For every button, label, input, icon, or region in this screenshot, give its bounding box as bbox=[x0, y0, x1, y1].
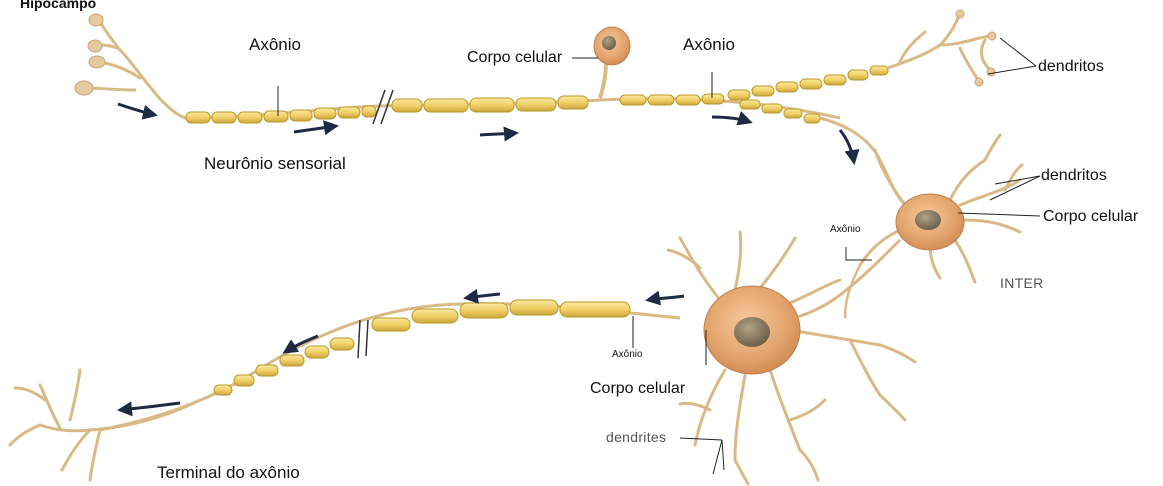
sensory-terminal-branches bbox=[888, 14, 990, 80]
arrow-5 bbox=[840, 130, 854, 162]
label-dendrites-inter: dendritos bbox=[1041, 168, 1107, 184]
label-inter: INTER bbox=[1000, 276, 1044, 290]
label-cell-body-top: Corpo celular bbox=[467, 50, 562, 66]
inter-nucleus bbox=[915, 210, 941, 230]
label-cell-body-inter: Corpo celular bbox=[1043, 209, 1138, 225]
arrow-2 bbox=[294, 126, 336, 132]
sensory-myelin-left bbox=[186, 106, 376, 123]
motor-neuron bbox=[10, 232, 915, 484]
sensory-cell-body-stalk bbox=[600, 62, 606, 98]
arrow-9 bbox=[120, 403, 180, 410]
motor-nucleus bbox=[734, 317, 770, 347]
sensory-to-inter-branch bbox=[820, 118, 905, 205]
label-dendrites-motor: dendrites bbox=[606, 430, 666, 444]
motor-dendrites bbox=[668, 232, 915, 484]
diagram-title: Hipocampo bbox=[20, 0, 96, 10]
axon-break-mark-bottom bbox=[358, 320, 368, 358]
label-axon-top-left: Axônio bbox=[249, 36, 301, 53]
sensory-nucleus bbox=[602, 36, 616, 50]
motor-myelin-upper bbox=[372, 300, 630, 331]
label-dendrites-top-right: dendritos bbox=[1038, 59, 1104, 75]
motor-myelin-lower bbox=[214, 338, 354, 395]
arrow-6 bbox=[648, 296, 684, 300]
inter-axon-branch bbox=[845, 265, 860, 318]
label-axon-motor: Axônio bbox=[612, 350, 643, 360]
sensory-myelin-right bbox=[620, 66, 888, 105]
label-sensory-neuron: Neurônio sensorial bbox=[204, 155, 346, 172]
sensory-neuron bbox=[75, 10, 996, 205]
sensory-receptor-knobs bbox=[75, 14, 105, 95]
arrow-7 bbox=[466, 294, 500, 298]
label-axon-inter: Axônio bbox=[830, 225, 861, 235]
label-axon-top-right: Axônio bbox=[683, 36, 735, 53]
arrow-4 bbox=[712, 117, 750, 122]
label-cell-body-motor: Corpo celular bbox=[590, 381, 685, 397]
label-axon-terminal: Terminal do axônio bbox=[157, 464, 300, 481]
arrow-3 bbox=[480, 133, 516, 135]
arrow-1 bbox=[118, 104, 155, 115]
sensory-myelin-middle bbox=[392, 96, 588, 112]
sensory-dendrite-endings bbox=[88, 22, 185, 118]
